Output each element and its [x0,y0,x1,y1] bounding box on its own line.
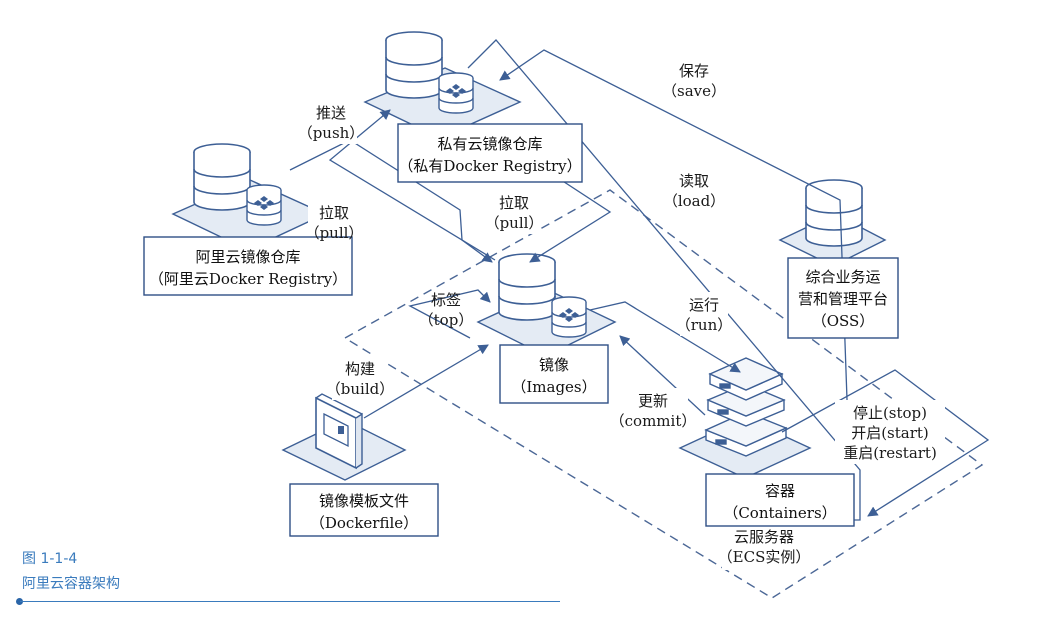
private-registry-label-2: （私有Docker Registry） [398,157,581,175]
push-label-zh: 推送 [316,104,346,122]
commit-label-zh: 更新 [638,392,668,410]
run-label-en: （run） [676,316,733,334]
build-label: 构建 （build） [326,360,394,398]
load-label-zh: 读取 [679,172,709,190]
caption-bullet [16,598,23,605]
aliyun-registry-label-1: 阿里云镜像仓库 [195,248,300,266]
pull-aliyun-label: 拉取 （pull） [305,204,364,242]
oss-storage-icon [805,179,863,247]
pull-aliyun-arrow [289,139,493,263]
dockerfile-document-icon [315,393,363,470]
containers-label-2: （Containers） [723,504,836,522]
load-label: 读取 （load） [663,172,725,210]
lifecycle-label: 停止(stop) 开启(start) 重启(restart) [843,404,937,462]
pull-private-label-zh: 拉取 [499,194,529,212]
containers-node: 容器 （Containers） [705,473,855,527]
pull-private-label: 拉取 （pull） [485,194,544,232]
ecs-region-boundary [343,189,984,599]
pull-aliyun-label-en: （pull） [305,224,364,242]
server-stack-icon [704,357,788,457]
tag-arrow [408,289,491,339]
oss-node: 综合业务运 营和管理平台 （OSS） [787,257,899,339]
ecs-region-label-2: （ECS实例） [718,548,811,566]
commit-label: 更新 （commit） [610,392,697,430]
oss-label-1: 综合业务运 [805,268,880,286]
save-label-en: （save） [662,82,726,100]
pull-aliyun-label-zh: 拉取 [319,204,349,222]
private-registry-node: 私有云镜像仓库 （私有Docker Registry） [397,123,583,183]
lifecycle-start: 开启(start) [851,424,929,442]
caption-rule [20,601,560,602]
tag-label-en: （top） [419,311,474,329]
run-arrow [589,301,741,373]
build-label-zh: 构建 [345,360,375,378]
figure-number: 图 1-1-4 [22,551,78,567]
push-label: 推送 （push） [298,104,365,142]
commit-arrow [619,335,706,416]
dockerfile-node: 镜像模板文件 （Dockerfile） [289,483,439,537]
save-label: 保存 （save） [662,62,726,100]
tag-label: 标签 （top） [419,291,474,329]
oss-label-2: 营和管理平台 [798,290,888,308]
ecs-region-label: 云服务器 （ECS实例） [718,528,811,566]
images-label-1: 镜像 [539,356,569,374]
push-label-en: （push） [298,124,365,142]
containers-label-1: 容器 [765,482,795,500]
commit-label-en: （commit） [610,412,697,430]
run-label-zh: 运行 [689,296,719,314]
dockerfile-label-1: 镜像模板文件 [319,492,409,510]
pull-private-label-en: （pull） [485,214,544,232]
aliyun-registry-label-2: （阿里云Docker Registry） [149,270,347,288]
images-node: 镜像 （Images） [499,344,609,404]
tag-label-zh: 标签 [431,291,461,309]
save-label-zh: 保存 [679,62,709,80]
load-label-en: （load） [663,192,725,210]
ecs-region-label-1: 云服务器 [734,528,794,546]
figure-title: 阿里云容器架构 [22,576,120,592]
images-label-2: （Images） [511,378,596,396]
aliyun-registry-node: 阿里云镜像仓库 （阿里云Docker Registry） [143,236,353,296]
lifecycle-stop: 停止(stop) [853,404,927,422]
run-label: 运行 （run） [676,296,733,334]
lifecycle-restart: 重启(restart) [843,444,937,462]
build-arrow [363,344,489,419]
push-arrow [328,109,496,261]
build-label-en: （build） [326,380,394,398]
oss-label-3: （OSS） [812,312,875,330]
private-registry-label-1: 私有云镜像仓库 [437,135,542,153]
dockerfile-label-2: （Dockerfile） [310,514,418,532]
